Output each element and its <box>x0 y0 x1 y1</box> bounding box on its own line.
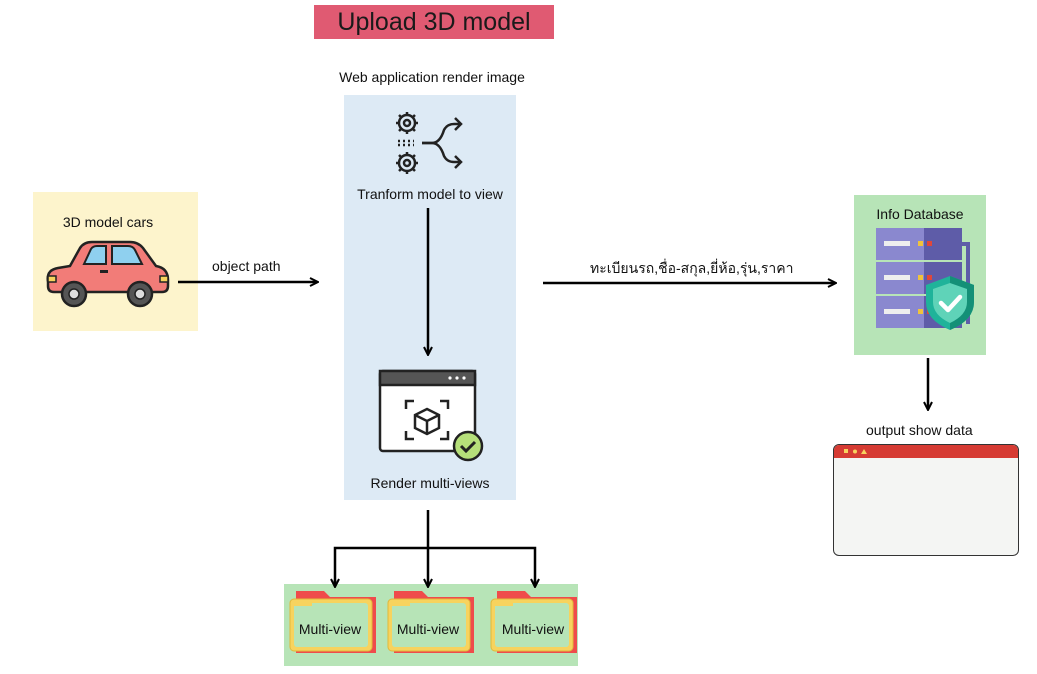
multiview-label-3: Multi-view <box>501 621 565 637</box>
folder-icon <box>490 591 577 653</box>
edge-label-object-path: object path <box>212 258 281 274</box>
car-icon <box>46 240 170 308</box>
input-label: 3D model cars <box>62 214 154 230</box>
database-label: Info Database <box>876 206 964 222</box>
window-controls-icon <box>844 449 867 454</box>
folder-icon <box>387 591 474 653</box>
edge-label-fields: ทะเบียนรถ,ชื่อ-สกุล,ยี่ห้อ,รุ่น,ราคา <box>590 260 794 276</box>
transform-label: Tranform model to view <box>357 186 503 202</box>
multiview-label-2: Multi-view <box>396 621 460 637</box>
transform-gears-icon <box>396 112 463 174</box>
diagram-title: Upload 3D model <box>314 5 554 39</box>
window-title-bar <box>834 445 1018 458</box>
branch-connector <box>333 546 537 586</box>
folder-icon <box>289 591 376 653</box>
render-label: Render multi-views <box>370 475 490 491</box>
web-app-label: Web application render image <box>339 69 525 85</box>
render-3d-window-icon <box>378 369 484 462</box>
browser-window-icon <box>833 444 1019 556</box>
shield-check-icon <box>926 276 974 330</box>
multiview-label-1: Multi-view <box>298 621 362 637</box>
output-label: output show data <box>866 422 973 438</box>
